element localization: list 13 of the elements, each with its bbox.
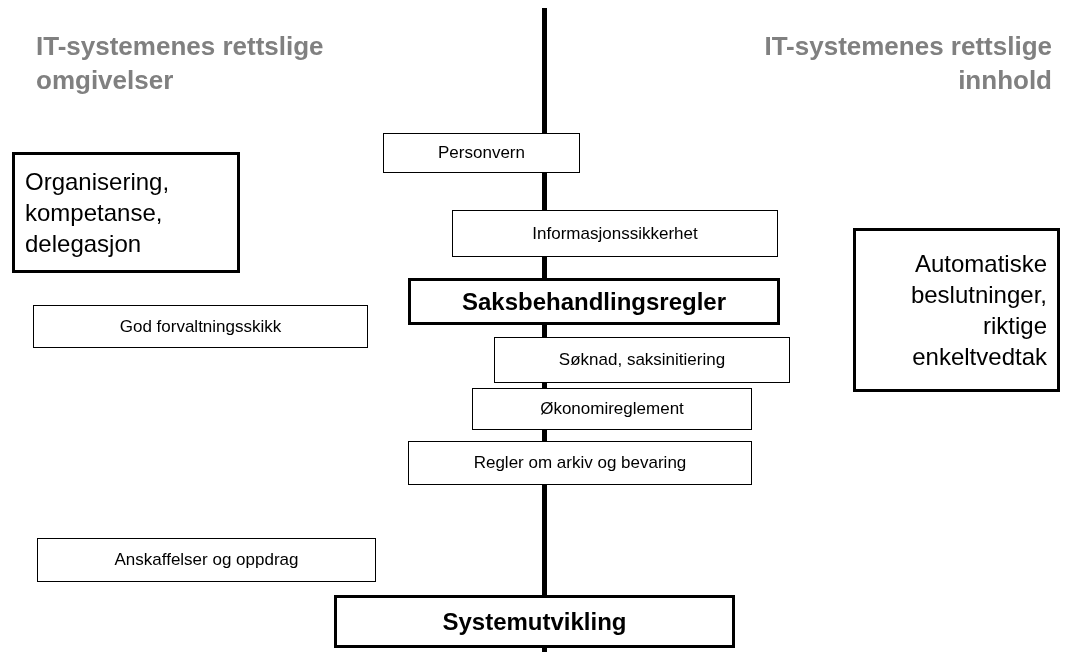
- column-heading: IT-systemenes rettslige innhold: [763, 30, 1052, 97]
- text-box: Anskaffelser og oppdrag: [37, 538, 376, 582]
- text-box: God forvaltningsskikk: [33, 305, 368, 348]
- text-box: Økonomireglement: [472, 388, 752, 430]
- text-box: Systemutvikling: [334, 595, 735, 648]
- text-box: Saksbehandlingsregler: [408, 278, 780, 325]
- text-box: Automatiske beslutninger, riktige enkeltvedtak: [853, 228, 1060, 392]
- text-box: Organisering, kompetanse, delegasjon: [12, 152, 240, 273]
- column-heading: IT-systemenes rettslige omgivelser: [36, 30, 325, 97]
- text-box: Personvern: [383, 133, 580, 173]
- text-box: Regler om arkiv og bevaring: [408, 441, 752, 485]
- text-box: Søknad, saksinitiering: [494, 337, 790, 383]
- text-box: Informasjonssikkerhet: [452, 210, 778, 257]
